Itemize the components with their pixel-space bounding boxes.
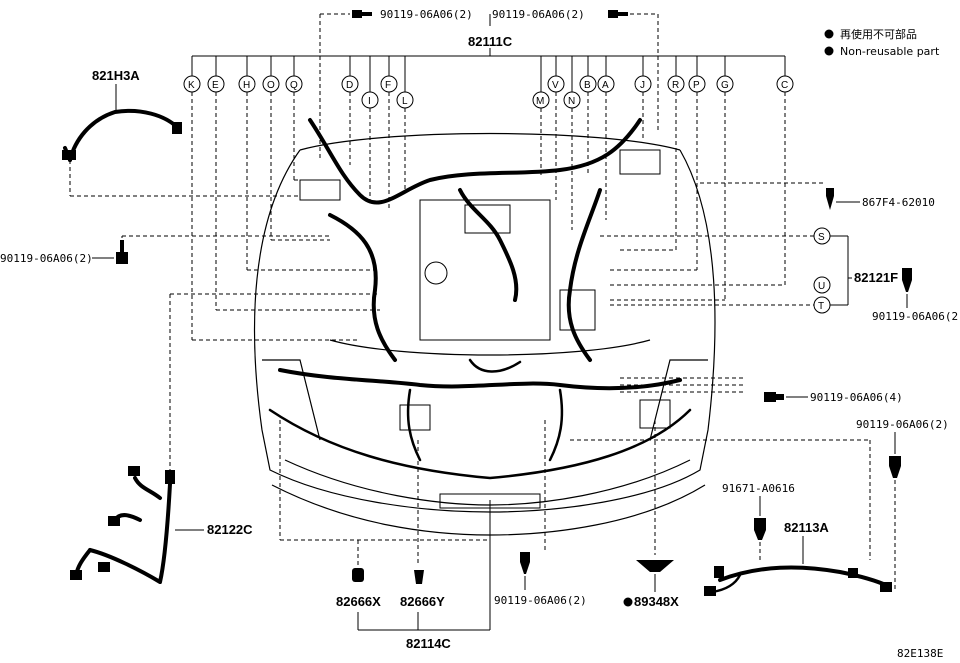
connector-m: M bbox=[532, 56, 550, 175]
nut-icon bbox=[754, 518, 766, 540]
diagram-code: 82E138E bbox=[897, 647, 943, 660]
bolt-top-left-label: 90119-06A06(2) bbox=[380, 8, 473, 21]
non-reusable-bullet-icon bbox=[824, 29, 834, 39]
connector-p: P bbox=[610, 56, 706, 271]
bolt-right-clamp-label: 90119-06A06(2) bbox=[872, 310, 960, 323]
bolt-far-right: 90119-06A06(2) bbox=[570, 418, 949, 590]
non-reusable-bullet-icon bbox=[824, 46, 834, 56]
grommet-icon bbox=[414, 570, 424, 584]
svg-text:F: F bbox=[385, 80, 391, 91]
part-82666x-label: 82666X bbox=[336, 594, 381, 609]
connector-l: L bbox=[396, 56, 414, 190]
part-821h3a-label: 821H3A bbox=[92, 68, 140, 83]
part-89348x-label: 89348X bbox=[634, 594, 679, 609]
svg-text:G: G bbox=[721, 80, 729, 91]
bolt-icon bbox=[826, 188, 834, 210]
svg-text:E: E bbox=[212, 80, 219, 91]
bolt-left: 90119-06A06(2) bbox=[0, 235, 330, 265]
connector-i: I bbox=[361, 56, 379, 200]
sensor-89348x: 89348X bbox=[623, 420, 679, 609]
bolt-far-right-label: 90119-06A06(2) bbox=[856, 418, 949, 431]
svg-text:K: K bbox=[188, 80, 195, 91]
connector-a: A bbox=[597, 56, 615, 220]
svg-text:B: B bbox=[584, 80, 591, 91]
bolt-icon bbox=[764, 392, 784, 402]
top-bolts: 90119-06A06(2) 90119-06A06(2) bbox=[319, 8, 659, 160]
svg-text:I: I bbox=[368, 96, 371, 107]
connector-v: V bbox=[547, 56, 565, 200]
svg-text:A: A bbox=[602, 80, 609, 91]
svg-text:O: O bbox=[267, 80, 275, 91]
connector-b: B bbox=[579, 56, 597, 175]
svg-text:C: C bbox=[781, 80, 788, 91]
legend: 再使用不可部品 Non-reusable part bbox=[824, 27, 940, 58]
svg-text:M: M bbox=[536, 96, 544, 107]
bolt-icon bbox=[520, 552, 530, 574]
main-harness-82111c bbox=[268, 118, 692, 480]
connector-j: J bbox=[634, 56, 652, 140]
svg-text:P: P bbox=[693, 80, 700, 91]
bolt-top-right-label: 90119-06A06(2) bbox=[492, 8, 585, 21]
part-82122c-label: 82122C bbox=[207, 522, 253, 537]
connector-f: F bbox=[380, 56, 398, 210]
bolt-bottom: 90119-06A06(2) bbox=[494, 420, 587, 607]
svg-text:R: R bbox=[672, 80, 679, 91]
harness-82122c: 82122C bbox=[70, 293, 380, 584]
svg-text:T: T bbox=[818, 301, 824, 312]
svg-text:V: V bbox=[552, 80, 559, 91]
bolt-right-4: 90119-06A06(4) bbox=[620, 377, 903, 404]
legend-japanese: 再使用不可部品 bbox=[840, 27, 917, 41]
part-82113a-label: 82113A bbox=[784, 520, 829, 535]
part-867f4-label: 867F4-62010 bbox=[862, 196, 935, 209]
clamp-82121f-group: S U T 82121F 90119-06A06(2) bbox=[600, 227, 960, 323]
bolt-icon bbox=[352, 10, 372, 18]
svg-text:U: U bbox=[818, 281, 825, 292]
connector-n: N bbox=[563, 56, 581, 230]
connector-r: R bbox=[620, 56, 685, 251]
bolt-bottom-label: 90119-06A06(2) bbox=[494, 594, 587, 607]
bolt-right-4-label: 90119-06A06(4) bbox=[810, 391, 903, 404]
bolt-left-label: 90119-06A06(2) bbox=[0, 252, 93, 265]
connector-g: G bbox=[610, 56, 734, 301]
part-82121f-label: 82121F bbox=[854, 270, 898, 285]
svg-text:H: H bbox=[243, 80, 250, 91]
svg-text:N: N bbox=[568, 96, 575, 107]
connector-q: Q bbox=[285, 56, 310, 181]
part-82666y-label: 82666Y bbox=[400, 594, 445, 609]
connector-h: H bbox=[238, 56, 380, 271]
harness-821h3a: 821H3A bbox=[62, 68, 300, 197]
non-reusable-bullet-icon bbox=[623, 597, 633, 607]
connector-c: C bbox=[610, 56, 794, 286]
sensor-icon bbox=[636, 560, 674, 572]
connector-k: K bbox=[183, 56, 360, 341]
connector-o: O bbox=[262, 56, 330, 241]
part-82114c-label: 82114C bbox=[406, 636, 451, 651]
part-82111c-label: 82111C bbox=[468, 34, 513, 49]
bolt-icon bbox=[889, 456, 901, 478]
svg-text:S: S bbox=[818, 232, 825, 243]
legend-english: Non-reusable part bbox=[840, 45, 940, 58]
main-harness-bracket: 82111C bbox=[192, 34, 785, 57]
connector-d: D bbox=[341, 56, 359, 165]
connector-e: E bbox=[207, 56, 380, 311]
bolt-icon bbox=[902, 268, 912, 292]
grommet-icon bbox=[352, 568, 364, 582]
svg-text:J: J bbox=[640, 80, 645, 91]
svg-text:Q: Q bbox=[290, 80, 298, 91]
nut-91671-label: 91671-A0616 bbox=[722, 482, 795, 495]
bolt-867f4: 867F4-62010 bbox=[700, 182, 935, 210]
harness-82114c: 82666X 82666Y 82114C bbox=[279, 420, 491, 651]
harness-82113a: 91671-A0616 82113A bbox=[704, 482, 892, 596]
connector-u bbox=[813, 276, 831, 294]
bolt-icon bbox=[116, 240, 128, 264]
svg-text:D: D bbox=[346, 80, 353, 91]
vehicle-body-outline bbox=[253, 132, 716, 536]
bolt-icon bbox=[608, 10, 628, 18]
svg-text:L: L bbox=[402, 96, 408, 107]
connector-letters: K E H O Q D I F L M V N B A J R P G C bbox=[183, 56, 794, 341]
